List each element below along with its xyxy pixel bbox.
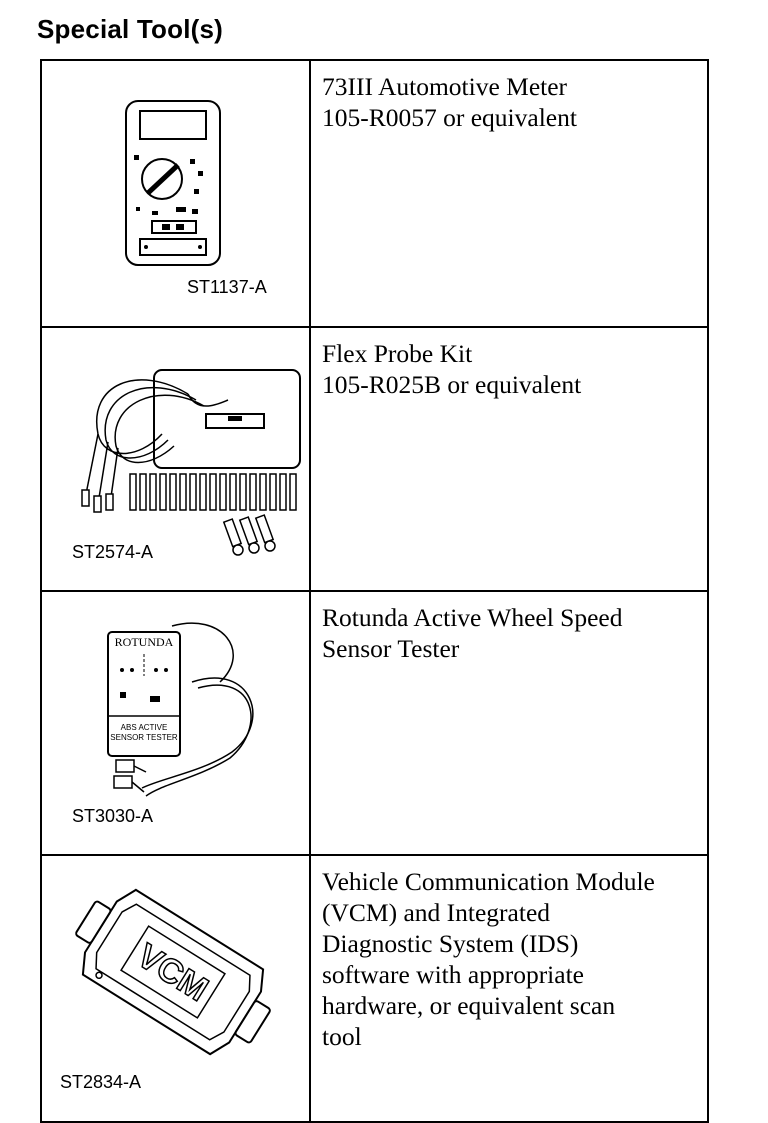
device-panel-label: SENSOR TESTER [110, 733, 178, 742]
probe-kit-icon [81, 369, 301, 556]
tool-row: ROTUNDA ABS ACTIVE SENSOR TESTER ST3030-… [40, 590, 709, 856]
tool-description-line: 105-R025B or equivalent [322, 370, 582, 399]
tool-code: ST3030-A [72, 806, 154, 826]
device-brand-label: ROTUNDA [115, 635, 174, 649]
tool-code: ST2834-A [60, 1072, 142, 1092]
tool-illustration-cell: VCM ST2834-A [40, 854, 311, 1123]
tool-description-line: Rotunda Active Wheel Speed [322, 603, 623, 632]
tool-illustration-cell: ST1137-A [40, 59, 311, 328]
tool-illustration-cell: ST2574-A [40, 326, 311, 592]
tool-description: Rotunda Active Wheel Speed Sensor Tester [309, 590, 709, 856]
tool-description-line: Sensor Tester [322, 634, 460, 663]
vcm-module-icon: VCM [75, 888, 271, 1056]
tool-description: Flex Probe Kit 105-R025B or equivalent [309, 326, 709, 592]
tool-code: ST2574-A [72, 542, 154, 562]
sensor-tester-icon: ROTUNDA ABS ACTIVE SENSOR TESTER [107, 622, 254, 797]
tool-description-line: 105-R0057 or equivalent [322, 103, 577, 132]
tool-illustration-cell: ROTUNDA ABS ACTIVE SENSOR TESTER ST3030-… [40, 590, 311, 856]
tool-description-line: tool [322, 1022, 362, 1051]
tool-description-line: Diagnostic System (IDS) [322, 929, 579, 958]
multimeter-icon [125, 100, 221, 266]
special-tools-table: ST1137-A 73III Automotive Meter 105-R005… [40, 59, 709, 1123]
page-title: Special Tool(s) [37, 14, 223, 44]
tool-description-line: hardware, or equivalent scan [322, 991, 616, 1020]
tool-row: ST2574-A Flex Probe Kit 105-R025B or equ… [40, 326, 709, 592]
tool-description-line: (VCM) and Integrated [322, 898, 551, 927]
tool-description-line: Vehicle Communication Module [322, 867, 655, 896]
tool-code: ST1137-A [187, 277, 267, 297]
device-panel-label: ABS ACTIVE [121, 723, 168, 732]
tool-description-line: software with appropriate [322, 960, 584, 989]
tool-row: VCM ST2834-A Vehicle Communication Modul… [40, 854, 709, 1123]
tool-description-line: 73III Automotive Meter [322, 72, 568, 101]
tool-description-line: Flex Probe Kit [322, 339, 473, 368]
tool-row: ST1137-A 73III Automotive Meter 105-R005… [40, 59, 709, 328]
tool-description: Vehicle Communication Module (VCM) and I… [309, 854, 709, 1123]
tool-description: 73III Automotive Meter 105-R0057 or equi… [309, 59, 709, 328]
